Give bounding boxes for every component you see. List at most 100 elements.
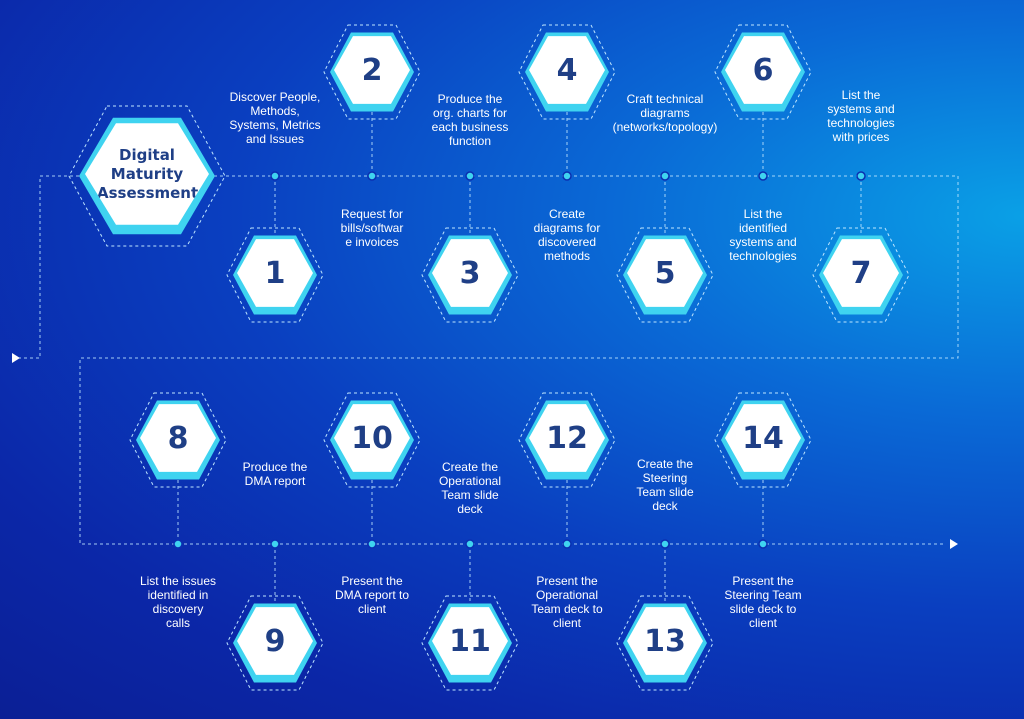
step-label-line: org. charts for <box>432 106 508 120</box>
step-label-line: deck <box>652 499 678 513</box>
title-halo <box>68 105 226 247</box>
step-node-13: 13 <box>616 595 714 691</box>
step-hexagon-face: 8 <box>140 404 216 472</box>
step-number: 13 <box>644 623 686 659</box>
step-label-line: Methods, <box>250 104 300 118</box>
step-label-line: Steering Team <box>724 588 802 602</box>
step-label-line: Operational <box>535 588 599 602</box>
step-label-line: discovery <box>152 602 204 616</box>
step-label-line: bills/softwar <box>340 221 404 235</box>
step-halo <box>421 595 519 691</box>
step-halo <box>518 392 616 488</box>
step-label-line: systems and <box>827 102 895 116</box>
step-hexagon-face: 14 <box>725 404 801 472</box>
step-label-line: e invoices <box>345 235 399 249</box>
step-label-line: Operational <box>438 474 502 488</box>
step-halo <box>616 227 714 323</box>
step-number: 2 <box>361 52 383 88</box>
step-node-1: 1 <box>226 227 324 323</box>
step-node-6: 6 <box>714 24 812 120</box>
step-halo <box>714 392 812 488</box>
step-label-line: Produce the <box>437 92 503 106</box>
step-label-line: methods <box>543 249 591 263</box>
connector-dot-12 <box>562 539 572 549</box>
step-number: 12 <box>546 420 588 456</box>
step-label-line: deck <box>457 502 483 516</box>
step-label-line: discovered <box>537 235 597 249</box>
step-number: 8 <box>167 420 189 456</box>
step-halo <box>714 24 812 120</box>
step-label-line: DMA report <box>244 474 306 488</box>
step-label-line: calls <box>165 616 190 630</box>
step-label-line: diagrams for <box>533 221 601 235</box>
step-label-line: Team slide <box>636 485 694 499</box>
step-node-14: 14 <box>714 392 812 488</box>
step-label-line: Steering <box>642 471 688 485</box>
connector-dot-13 <box>660 539 670 549</box>
step-halo <box>616 595 714 691</box>
connector-dot-4 <box>562 171 572 181</box>
step-number: 10 <box>351 420 393 456</box>
connector-dot-11 <box>465 539 475 549</box>
connector-dot-7 <box>856 171 866 181</box>
step-label-line: client <box>552 616 581 630</box>
step-number: 5 <box>654 255 676 291</box>
connector-dot-1 <box>270 171 280 181</box>
step-hexagon-face: 5 <box>627 239 703 307</box>
step-label-line: Create <box>548 207 586 221</box>
step-node-2: 2 <box>323 24 421 120</box>
step-label-line: Discover People, <box>229 90 321 104</box>
step-node-4: 4 <box>518 24 616 120</box>
step-label-line: with prices <box>832 130 890 144</box>
step-number: 7 <box>850 255 872 291</box>
step-label-line: slide deck to <box>729 602 797 616</box>
step-halo <box>226 595 324 691</box>
diagram-title: Digital Maturity Assessment <box>97 145 199 202</box>
step-label-line: systems and <box>729 235 797 249</box>
flow-arrow-start <box>12 353 20 363</box>
step-hexagon-face: 4 <box>529 36 605 104</box>
connector-dot-3 <box>465 171 475 181</box>
step-label-line: function <box>448 134 492 148</box>
step-node-10: 10 <box>323 392 421 488</box>
step-label-line: Systems, Metrics <box>229 118 321 132</box>
step-number: 4 <box>556 52 578 88</box>
step-label-line: Present the <box>341 574 403 588</box>
step-node-5: 5 <box>616 227 714 323</box>
step-halo <box>812 227 910 323</box>
step-label-line: List the issues <box>139 574 217 588</box>
step-node-3: 3 <box>421 227 519 323</box>
step-label-line: and Issues <box>245 132 305 146</box>
step-hexagon-face: 6 <box>725 36 801 104</box>
step-number: 11 <box>449 623 491 659</box>
step-halo <box>421 227 519 323</box>
step-label-line: diagrams <box>640 106 690 120</box>
step-halo <box>518 24 616 120</box>
title-hexagon: Digital Maturity Assessment <box>68 105 226 247</box>
step-label-line: each business <box>431 120 509 134</box>
step-hexagon-face: 7 <box>823 239 899 307</box>
step-label-line: client <box>748 616 777 630</box>
step-label-line: technologies <box>827 116 895 130</box>
step-label-line: identified in <box>147 588 209 602</box>
connector-dot-10 <box>367 539 377 549</box>
step-label-line: technologies <box>729 249 797 263</box>
connector-dot-14 <box>758 539 768 549</box>
connector-dot-2 <box>367 171 377 181</box>
step-label-line: Create the <box>636 457 694 471</box>
step-label-line: List the <box>743 207 783 221</box>
step-number: 6 <box>752 52 774 88</box>
step-hexagon-face: 12 <box>529 404 605 472</box>
step-label-line: DMA report to <box>334 588 410 602</box>
